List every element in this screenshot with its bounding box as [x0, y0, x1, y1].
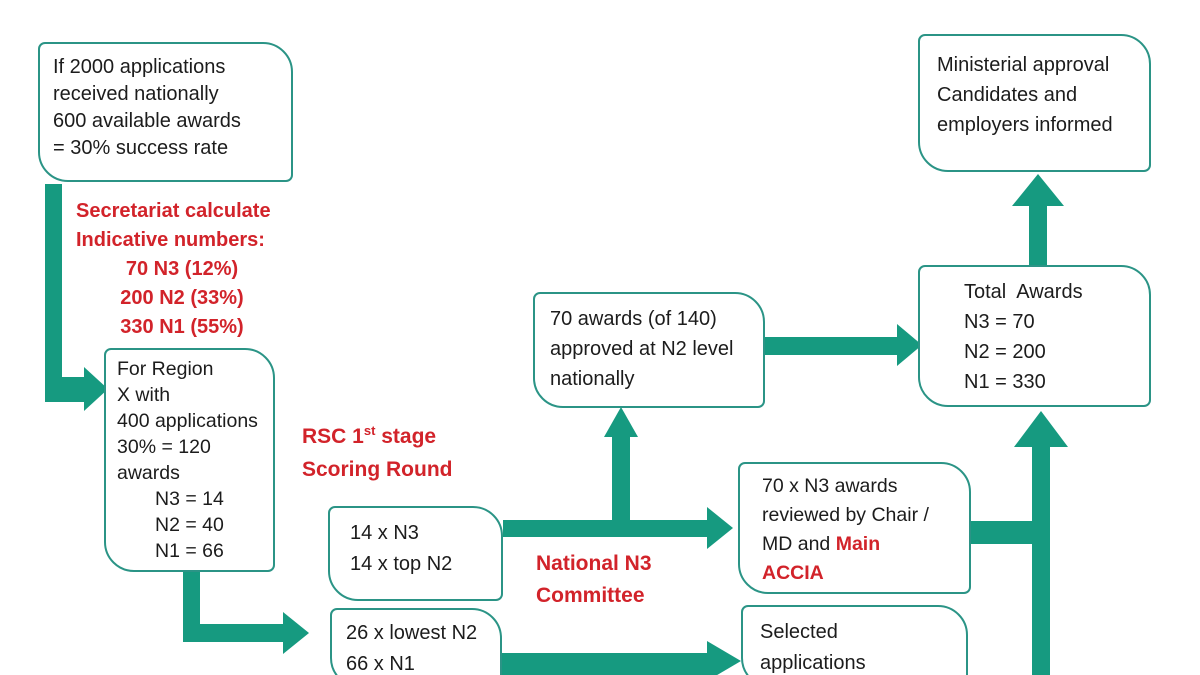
- arrow-secretariat-down-vbar: [45, 184, 62, 402]
- label-secretariat: Secretariat calculate Indicative numbers…: [76, 197, 288, 342]
- arrow-selected-hbar: [502, 653, 707, 675]
- box-text-line: 14 x top N2: [350, 553, 453, 575]
- box-text-line: If 2000 applications: [53, 56, 226, 78]
- box-text-line: 70 awards (of 140): [550, 308, 717, 330]
- box-text-line: 30% = 120: [117, 436, 211, 458]
- box-region: For Region X with 400 applications 30% =…: [104, 348, 275, 572]
- arrow-ministerial-up-vbar: [1029, 204, 1047, 266]
- superscript: st: [363, 423, 376, 438]
- arrow-bottom-up-head: [1014, 411, 1068, 447]
- box-text-line: N1 = 330: [964, 371, 1046, 393]
- arrow-total-hbar: [765, 337, 897, 355]
- box-text-line: awards: [117, 462, 180, 484]
- label-line: 70 N3 (12%): [125, 258, 239, 280]
- box-text-line: N1 = 66: [155, 540, 224, 562]
- label-line: RSC 1st stage: [302, 423, 437, 448]
- box-text-line: applications: [760, 652, 866, 674]
- arrow-bottom-up-vbar: [1032, 446, 1050, 675]
- label-line: Committee: [536, 584, 645, 607]
- arrow-approved-up-head: [604, 407, 638, 437]
- box-first-batch: 14 x N3 14 x top N2: [328, 506, 503, 601]
- arrow-total-right-head: [897, 324, 922, 366]
- connector-review-stub: [969, 521, 1033, 544]
- box-national-estimate: If 2000 applications received nationally…: [38, 42, 293, 182]
- box-text-line: reviewed by Chair /: [762, 504, 929, 526]
- box-text-line: nationally: [550, 368, 635, 390]
- box-n2-approved: 70 awards (of 140) approved at N2 level …: [533, 292, 765, 408]
- arrow-region-right-head: [283, 612, 309, 654]
- box-text-line-red: ACCIA: [762, 562, 824, 584]
- box-text-line: employers informed: [937, 114, 1113, 136]
- box-text-line: MD and Main: [762, 530, 965, 559]
- box-text-line: N3 = 70: [964, 311, 1035, 333]
- arrow-committee-right-head: [707, 507, 733, 549]
- label-national-committee: National N3 Committee: [536, 548, 652, 612]
- arrow-selected-right-head: [707, 641, 741, 675]
- box-text-segment: MD and: [762, 533, 836, 555]
- box-text-line: N2 = 40: [155, 514, 224, 536]
- arrow-secretariat-down-hbar: [45, 377, 86, 402]
- box-ministerial: Ministerial approval Candidates and empl…: [918, 34, 1151, 172]
- arrow-approved-up-vbar: [612, 436, 630, 537]
- box-text-line: N2 = 200: [964, 341, 1046, 363]
- arrow-ministerial-up-head: [1012, 174, 1064, 206]
- box-text-line: 70 x N3 awards: [762, 475, 898, 497]
- label-line: Scoring Round: [302, 458, 453, 481]
- label-line: 330 N1 (55%): [120, 316, 244, 338]
- box-text-line: Candidates and: [937, 84, 1078, 106]
- box-text-line: N3 = 14: [155, 488, 224, 510]
- box-text-line: 66 x N1: [346, 653, 415, 675]
- label-line: National N3: [536, 552, 652, 575]
- box-total-awards: Total Awards N3 = 70 N2 = 200 N1 = 330: [918, 265, 1151, 407]
- box-text-line: 600 available awards: [53, 110, 241, 132]
- box-text-line: 26 x lowest N2: [346, 622, 478, 644]
- box-second-batch: 26 x lowest N2 66 x N1: [330, 608, 502, 675]
- box-text-line: approved at N2 level: [550, 338, 734, 360]
- box-text-line: received nationally: [53, 83, 219, 105]
- box-text-line: For Region: [117, 358, 214, 380]
- box-text-line: 400 applications: [117, 410, 258, 432]
- box-text-line: 14 x N3: [350, 522, 419, 544]
- label-line: Indicative numbers:: [76, 229, 265, 251]
- box-text-line: Ministerial approval: [937, 54, 1110, 76]
- label-line: 200 N2 (33%): [120, 287, 244, 309]
- box-text-segment-red: Main: [835, 533, 881, 555]
- box-selected: Selected applications: [741, 605, 968, 675]
- box-text-line: X with: [117, 384, 171, 406]
- box-text-line: Total Awards: [964, 281, 1083, 303]
- box-text-line: = 30% success rate: [53, 137, 229, 159]
- label-rsc-stage: RSC 1st stage Scoring Round: [302, 414, 453, 486]
- box-text-line: Selected: [760, 621, 838, 643]
- arrow-committee-hbar: [503, 520, 707, 537]
- arrow-region-down-hbar: [183, 624, 283, 642]
- label-line: Secretariat calculate: [76, 200, 271, 222]
- box-n3-review: 70 x N3 awards reviewed by Chair / MD an…: [738, 462, 971, 594]
